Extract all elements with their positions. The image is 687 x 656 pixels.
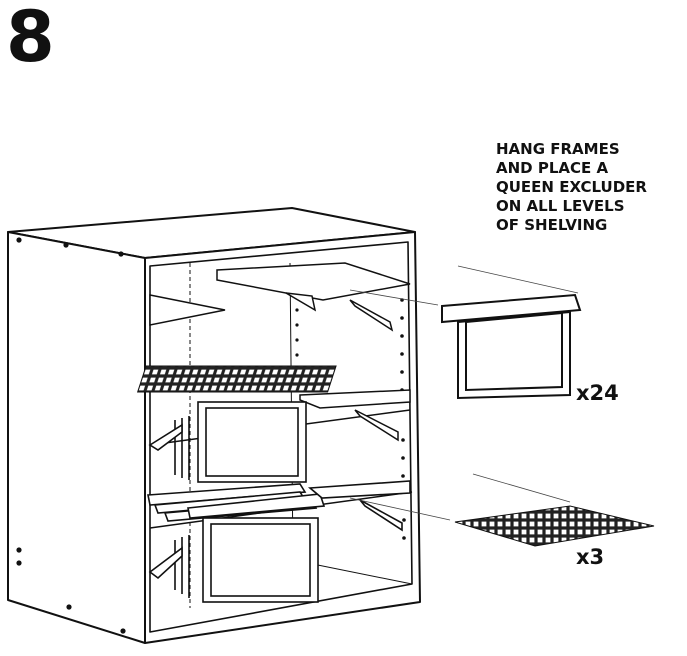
instruction-line: OF SHELVING <box>496 216 608 234</box>
step-number: 8 <box>6 0 55 78</box>
instruction-line: QUEEN EXCLUDER <box>496 178 647 196</box>
queen-excluder-installed-upper <box>136 365 337 393</box>
hanging-frames-lower <box>147 480 411 603</box>
excluders-quantity: x3 <box>576 545 605 569</box>
frames-quantity: x24 <box>576 381 619 405</box>
middle-shelf-rail <box>299 389 411 442</box>
instruction-line: HANG FRAMES <box>496 140 620 158</box>
cabinet-screws <box>16 237 126 634</box>
instruction-line: ON ALL LEVELS <box>496 197 625 215</box>
instruction-line: AND PLACE A <box>496 159 609 177</box>
instruction-text: HANG FRAMES AND PLACE A QUEEN EXCLUDER O… <box>496 140 686 235</box>
queen-excluder-part <box>454 505 655 547</box>
callout-lines <box>349 265 579 521</box>
frame-part <box>441 293 582 400</box>
upper-rails <box>149 262 411 332</box>
hanging-frames-upper <box>148 401 307 483</box>
